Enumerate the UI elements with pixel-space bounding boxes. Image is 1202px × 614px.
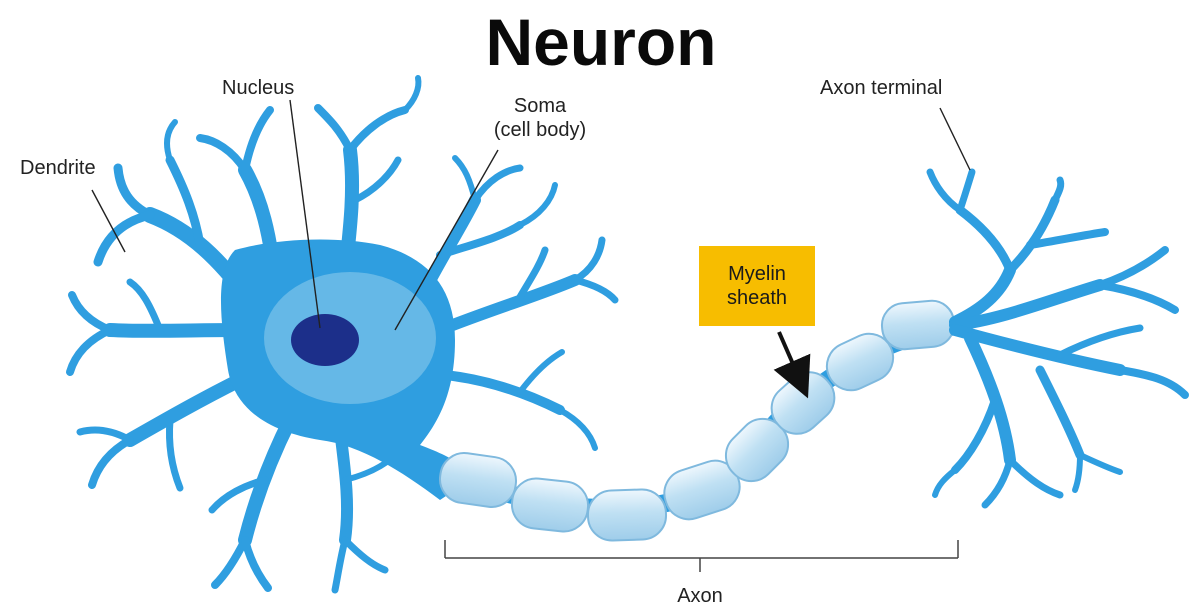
axon-label: Axon (660, 584, 740, 608)
axon-terminal-leader-line (940, 108, 970, 170)
page-title: Neuron (0, 2, 1202, 82)
nucleus-label: Nucleus (222, 76, 294, 100)
myelin-segments (437, 299, 956, 541)
dendrite-label: Dendrite (20, 156, 96, 180)
axon-bracket (445, 540, 958, 572)
myelin-label-line2: sheath (727, 286, 787, 310)
soma-label-line2: (cell body) (480, 118, 600, 142)
nucleus-shape (291, 314, 359, 366)
myelin-label-line1: Myelin (728, 262, 786, 286)
soma-label: Soma (cell body) (480, 94, 600, 142)
soma-label-line1: Soma (480, 94, 600, 118)
axon-terminal-label: Axon terminal (820, 76, 942, 100)
myelin-arrow (779, 332, 800, 380)
axon-terminal-branches (930, 172, 1185, 505)
myelin-sheath-label: Myelin sheath (699, 246, 815, 326)
